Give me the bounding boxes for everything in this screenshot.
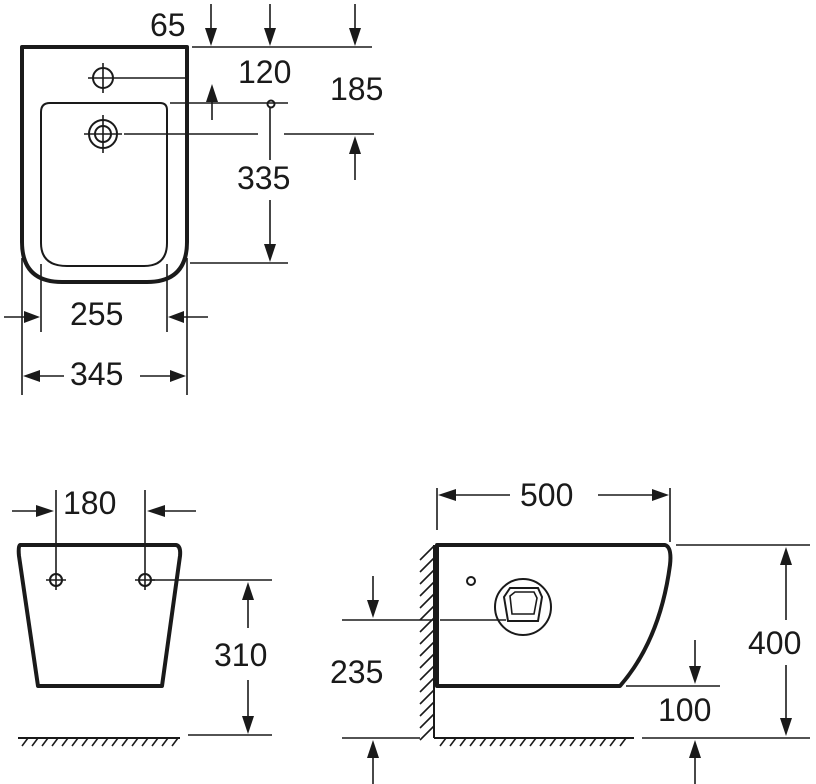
- dim-waste-height: 235: [330, 654, 383, 690]
- waste-outlet: [494, 578, 552, 636]
- faucet-hole: [88, 63, 118, 93]
- front-view-outline: [16, 543, 183, 688]
- fixing-hole-left: [46, 570, 66, 590]
- dim-fixing-height: 310: [214, 637, 267, 673]
- front-floor-hatch: [21, 737, 179, 747]
- waste-hole: [84, 115, 122, 153]
- dim-waste-to-back: 335: [237, 160, 290, 196]
- side-view-outline: [435, 543, 673, 688]
- dim-faucet-to-waste: 120: [238, 54, 291, 90]
- overflow-marker: [266, 99, 276, 109]
- dim-faucet-offset: 65: [150, 7, 186, 43]
- dim-inner-width: 255: [70, 296, 123, 332]
- top-view-outer-outline: [20, 45, 189, 284]
- top-view: 65 120 185 335 255 345: [4, 4, 383, 395]
- dim-total-to-waste: 185: [330, 71, 383, 107]
- dim-fixing-spacing: 180: [63, 485, 116, 521]
- side-floor-hatch: [439, 737, 627, 747]
- dim-length: 500: [520, 477, 573, 513]
- wall-hatch: [419, 545, 435, 741]
- top-view-inner-bowl: [40, 102, 168, 267]
- dim-bottom-clearance: 100: [658, 692, 711, 728]
- side-overflow-hole: [466, 576, 476, 586]
- dim-height: 400: [748, 625, 801, 661]
- side-view: 500 400 235 100: [330, 477, 810, 784]
- dim-outer-width: 345: [70, 356, 123, 392]
- fixing-hole-right: [135, 570, 155, 590]
- front-view: 180 310: [12, 485, 272, 747]
